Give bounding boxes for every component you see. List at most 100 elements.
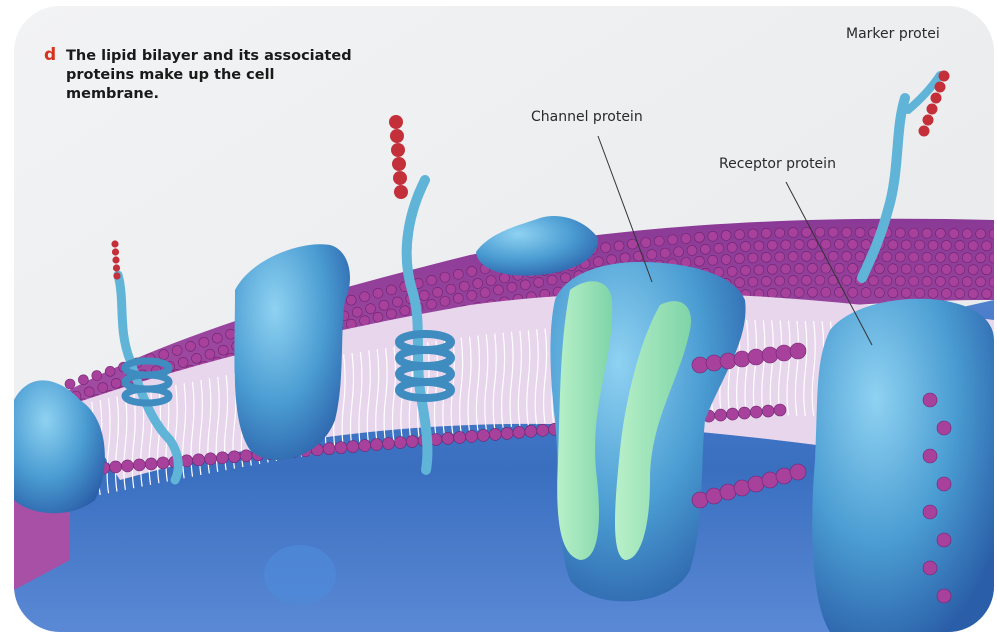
lipid-head bbox=[842, 275, 852, 285]
lipid-head bbox=[802, 275, 812, 285]
lipid-head bbox=[922, 252, 932, 262]
lipid-head bbox=[982, 241, 992, 251]
lipid-head bbox=[821, 239, 831, 249]
lipid-head bbox=[98, 383, 108, 393]
lipid-head bbox=[861, 240, 871, 250]
lipid-head bbox=[442, 432, 454, 444]
carbohydrate-bead bbox=[112, 256, 119, 263]
lipid-head bbox=[955, 241, 965, 251]
lipid-head bbox=[386, 309, 396, 319]
lipid-head bbox=[454, 431, 466, 443]
lipid-head bbox=[776, 345, 792, 361]
lipid-head bbox=[775, 276, 785, 286]
lipid-head bbox=[976, 253, 986, 263]
lipid-head bbox=[668, 235, 678, 245]
lipid-head bbox=[560, 273, 570, 283]
carbohydrate-bead bbox=[111, 240, 118, 247]
lipid-head bbox=[734, 351, 750, 367]
lipid-head bbox=[352, 307, 362, 317]
lipid-head bbox=[935, 228, 945, 238]
lipid-head bbox=[601, 243, 611, 253]
lipid-head bbox=[937, 477, 951, 491]
lipid-head bbox=[762, 472, 778, 488]
lipid-head bbox=[781, 264, 791, 274]
lipid-head bbox=[620, 253, 630, 263]
lipid-head bbox=[882, 252, 892, 262]
lipid-head bbox=[373, 288, 383, 298]
lipid-head bbox=[922, 228, 932, 238]
lipid-head bbox=[748, 253, 758, 263]
lipid-head bbox=[507, 282, 517, 292]
lipid-head bbox=[720, 353, 736, 369]
lipid-head bbox=[788, 252, 798, 262]
lipid-head bbox=[721, 230, 731, 240]
lipid-head bbox=[888, 264, 898, 274]
carbohydrate-bead bbox=[113, 272, 120, 279]
lipid-head bbox=[674, 247, 684, 257]
lipid-head bbox=[735, 230, 745, 240]
lipid-head bbox=[145, 458, 157, 470]
lipid-head bbox=[647, 250, 657, 260]
lipid-head bbox=[186, 341, 196, 351]
lipid-head bbox=[216, 452, 228, 464]
lipid-head bbox=[808, 239, 818, 249]
lipid-head bbox=[861, 288, 871, 298]
carbohydrate-bead bbox=[931, 93, 942, 104]
carbohydrate-bead bbox=[391, 143, 405, 157]
lipid-head bbox=[794, 240, 804, 250]
carbohydrate-bead bbox=[919, 126, 930, 137]
lipid-head bbox=[692, 492, 708, 508]
lipid-head bbox=[761, 276, 771, 286]
lipid-head bbox=[788, 276, 798, 286]
lipid-head bbox=[922, 276, 932, 286]
receptor-protein bbox=[812, 299, 994, 632]
lipid-head bbox=[694, 256, 704, 266]
lipid-head bbox=[520, 280, 530, 290]
lipid-head bbox=[738, 407, 750, 419]
lipid-head bbox=[802, 227, 812, 237]
lipid-head bbox=[692, 357, 708, 373]
lipid-head bbox=[547, 275, 557, 285]
lipid-head bbox=[982, 265, 992, 275]
lipid-head bbox=[962, 229, 972, 239]
carbohydrate-bead bbox=[939, 71, 950, 82]
lipid-head bbox=[941, 288, 951, 298]
lipid-head bbox=[78, 375, 88, 385]
lipid-head bbox=[433, 287, 443, 297]
lipid-head bbox=[842, 227, 852, 237]
carbohydrate-bead bbox=[394, 185, 408, 199]
lipid-head bbox=[427, 275, 437, 285]
lipid-head bbox=[741, 266, 751, 276]
lipid-head bbox=[762, 347, 778, 363]
lipid-head bbox=[706, 488, 722, 504]
lipid-head bbox=[935, 276, 945, 286]
lipid-head bbox=[212, 333, 222, 343]
lipid-head bbox=[915, 288, 925, 298]
carbohydrate-bead bbox=[112, 248, 119, 255]
lipid-head bbox=[909, 252, 919, 262]
lipid-head bbox=[700, 244, 710, 254]
lipid-head bbox=[901, 288, 911, 298]
lipid-head bbox=[815, 275, 825, 285]
lipid-head bbox=[748, 277, 758, 287]
lipid-head bbox=[218, 345, 228, 355]
lipid-head bbox=[386, 285, 396, 295]
lipid-head bbox=[335, 442, 347, 454]
lipid-head bbox=[681, 233, 691, 243]
lipid-head bbox=[84, 387, 94, 397]
lipid-head bbox=[323, 443, 335, 455]
lipid-head bbox=[808, 263, 818, 273]
lipid-head bbox=[781, 288, 791, 298]
lipid-head bbox=[641, 238, 651, 248]
lipid-head bbox=[976, 277, 986, 287]
lipid-head bbox=[794, 264, 804, 274]
lipid-head bbox=[440, 296, 450, 306]
lipid-head bbox=[928, 264, 938, 274]
lipid-head bbox=[802, 251, 812, 261]
lipid-head bbox=[593, 257, 603, 267]
lipid-head bbox=[788, 228, 798, 238]
lipid-head bbox=[909, 276, 919, 286]
lipid-head bbox=[111, 378, 121, 388]
lipid-head bbox=[895, 252, 905, 262]
lipid-head bbox=[909, 228, 919, 238]
